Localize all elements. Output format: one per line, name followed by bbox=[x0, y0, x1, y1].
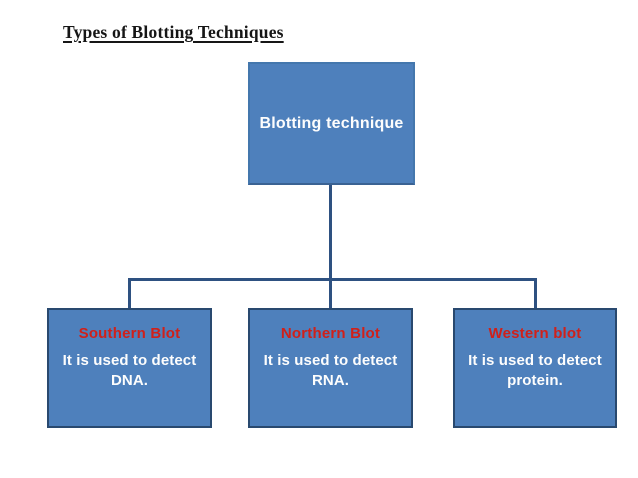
northern-blot-title: Northern Blot bbox=[280, 325, 381, 342]
southern-blot-desc-line1: It is used to detect bbox=[62, 352, 197, 369]
connector-stub-western bbox=[534, 278, 537, 308]
child-node-northern-blot: Northern Blot It is used to detect RNA. bbox=[248, 308, 413, 428]
western-blot-desc-line2: protein. bbox=[507, 372, 563, 389]
connector-horizontal bbox=[128, 278, 537, 281]
connector-stub-southern bbox=[128, 278, 131, 308]
root-node-blotting-technique: Blotting technique bbox=[248, 62, 415, 185]
northern-blot-desc-line2: RNA. bbox=[311, 372, 350, 389]
child-node-western-blot: Western blot It is used to detect protei… bbox=[453, 308, 617, 428]
southern-blot-description: It is used to detect DNA. bbox=[63, 351, 197, 391]
southern-blot-title: Southern Blot bbox=[78, 325, 181, 342]
western-blot-description: It is used to detect protein. bbox=[468, 351, 602, 391]
page-title: Types of Blotting Techniques bbox=[63, 22, 284, 42]
western-blot-desc-line1: It is used to detect bbox=[468, 352, 602, 369]
child-node-southern-blot: Southern Blot It is used to detect DNA. bbox=[47, 308, 212, 428]
root-node-label: Blotting technique bbox=[259, 114, 404, 132]
connector-stub-northern bbox=[329, 278, 332, 308]
northern-blot-desc-line1: It is used to detect bbox=[263, 352, 398, 369]
connector-root-vertical bbox=[329, 185, 332, 279]
southern-blot-desc-line2: DNA. bbox=[110, 372, 149, 389]
western-blot-title: Western blot bbox=[488, 325, 582, 342]
northern-blot-description: It is used to detect RNA. bbox=[264, 351, 398, 391]
